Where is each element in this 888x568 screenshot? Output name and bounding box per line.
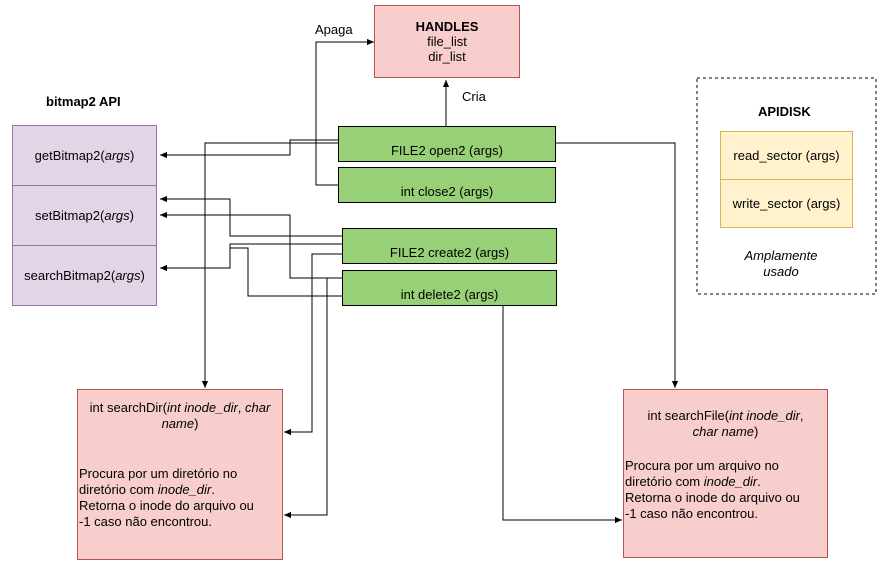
close2-box: int close2 (args)	[338, 167, 556, 203]
handles-box: HANDLES file_list dir_list	[374, 5, 520, 78]
bitmap-get-box: getBitmap2(args)	[12, 125, 157, 186]
arrow-delete-to-setbitmap	[160, 211, 342, 279]
bitmap-set-box: setBitmap2(args)	[12, 185, 157, 246]
arrow-open-to-searchdir	[201, 142, 338, 388]
arrow-delete-to-searchbitmap	[230, 247, 342, 297]
apidisk-note-line1: Amplamente	[744, 248, 818, 263]
handles-title: HANDLES	[415, 19, 479, 34]
searchfile-box	[623, 389, 828, 558]
handles-file-list: file_list	[427, 34, 467, 49]
arrow-create-to-searchbitmap	[160, 243, 342, 272]
open2-label: FILE2 open2 (args)	[390, 143, 503, 158]
arrow-delete-to-searchfile	[502, 306, 622, 524]
label-cria: Cria	[462, 89, 486, 104]
arrow-create-to-setbitmap	[160, 195, 342, 237]
arrow-close-to-handles	[315, 38, 374, 186]
searchfile-signature: int searchFile(int inode_dir, char name)	[647, 408, 804, 439]
create2-label: FILE2 create2 (args)	[389, 245, 510, 260]
open2-box: FILE2 open2 (args)	[338, 126, 556, 162]
searchdir-box	[77, 389, 283, 560]
arrow-create-to-searchdir	[284, 253, 342, 436]
apidisk-title: APIDISK	[758, 104, 811, 119]
bitmap-set-label: setBitmap2(args)	[34, 208, 135, 223]
close2-label: int close2 (args)	[400, 184, 494, 199]
arrow-open-to-getbitmap	[160, 139, 338, 159]
write-sector-label: write_sector (args)	[732, 196, 841, 211]
label-apaga: Apaga	[315, 22, 353, 37]
apidisk-note-line2: usado	[763, 264, 799, 279]
bitmap-search-box: searchBitmap2(args)	[12, 245, 157, 306]
read-sector-label: read_sector (args)	[733, 148, 840, 163]
handles-dir-list: dir_list	[428, 49, 466, 64]
searchdir-description: Procura por um diretório no diretório co…	[79, 466, 254, 529]
arrow-open-to-searchfile	[556, 142, 679, 388]
apidisk-note: Amplamente usado	[726, 248, 836, 280]
write-sector-box: write_sector (args)	[720, 179, 853, 228]
bitmap-title: bitmap2 API	[46, 94, 121, 109]
read-sector-box: read_sector (args)	[720, 131, 853, 180]
searchfile-description: Procura por um arquivo no diretório com …	[625, 458, 800, 521]
bitmap-search-label: searchBitmap2(args)	[24, 268, 145, 283]
bitmap-get-label: getBitmap2(args)	[34, 148, 135, 163]
delete2-box: int delete2 (args)	[342, 270, 557, 306]
searchdir-signature: int searchDir(int inode_dir, char name)	[89, 400, 271, 431]
delete2-label: int delete2 (args)	[400, 287, 499, 302]
arrow-delete-to-searchdir	[284, 277, 342, 519]
create2-box: FILE2 create2 (args)	[342, 228, 557, 264]
